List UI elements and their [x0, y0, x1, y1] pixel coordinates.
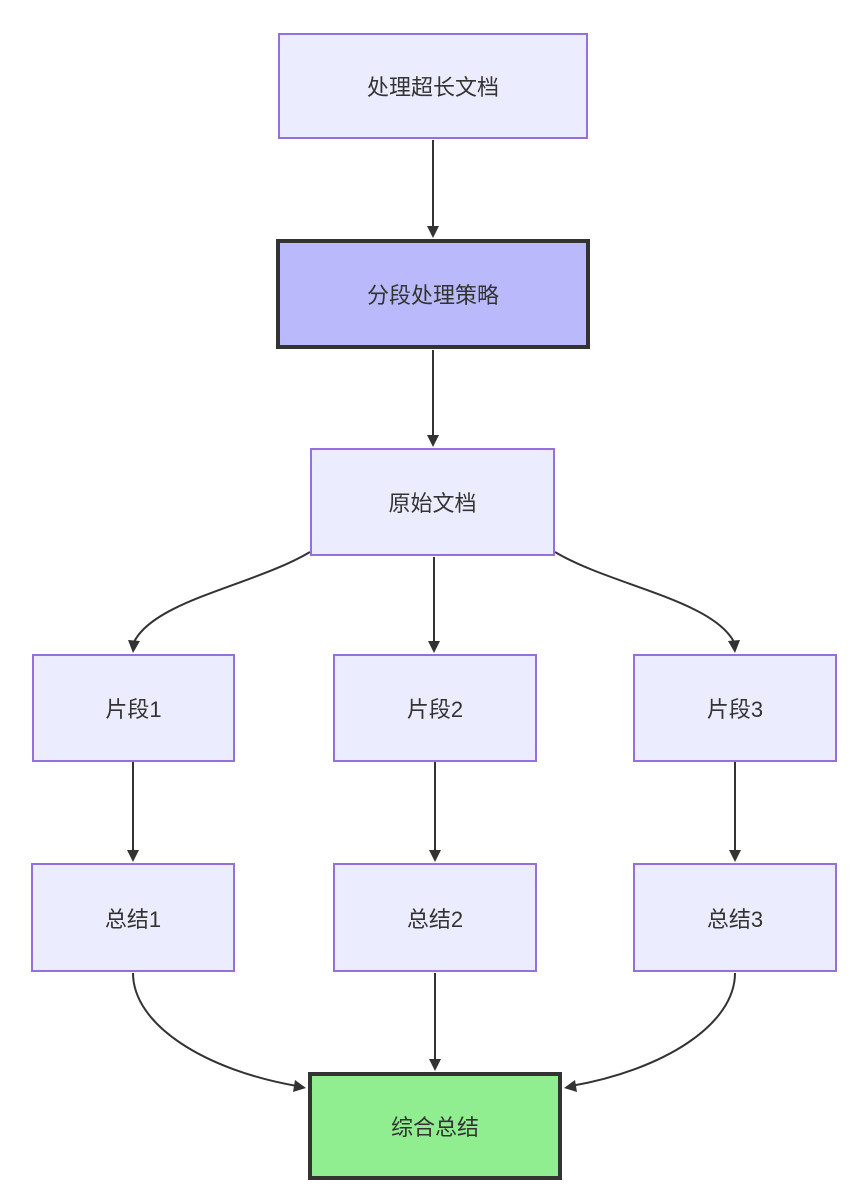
edge-strategy-to-doc-arrow — [427, 435, 439, 447]
node-original-doc: 原始文档 — [310, 448, 555, 556]
node-segment-1: 片段1 — [32, 654, 235, 762]
edge-doc-to-seg2-arrow — [428, 641, 440, 653]
edge-doc-to-seg1-arrow — [128, 640, 140, 653]
edge-sum2-to-final-arrow — [429, 1059, 441, 1071]
node-process-long-doc: 处理超长文档 — [278, 33, 588, 139]
edge-sum1-to-final-arrow — [293, 1080, 306, 1092]
edge-doc-to-seg3 — [554, 551, 735, 643]
node-segment-strategy: 分段处理策略 — [276, 239, 590, 349]
node-summary-1: 总结1 — [31, 863, 235, 972]
edge-sum3-to-final — [570, 972, 736, 1087]
node-segment-2: 片段2 — [333, 654, 537, 762]
edge-seg3-to-sum3-arrow — [729, 850, 741, 862]
edge-seg1-to-sum1-arrow — [127, 850, 139, 862]
edge-title-to-strategy-arrow — [427, 226, 439, 238]
node-segment-3: 片段3 — [633, 654, 837, 762]
node-summary-2: 总结2 — [333, 863, 537, 972]
edge-doc-to-seg3-arrow — [728, 640, 740, 653]
node-summary-3: 总结3 — [633, 863, 837, 972]
edge-sum3-to-final-arrow — [564, 1080, 577, 1092]
edge-sum1-to-final — [132, 972, 298, 1087]
edge-seg2-to-sum2-arrow — [429, 850, 441, 862]
edge-doc-to-seg1 — [133, 551, 311, 643]
node-final-summary: 综合总结 — [308, 1072, 562, 1180]
